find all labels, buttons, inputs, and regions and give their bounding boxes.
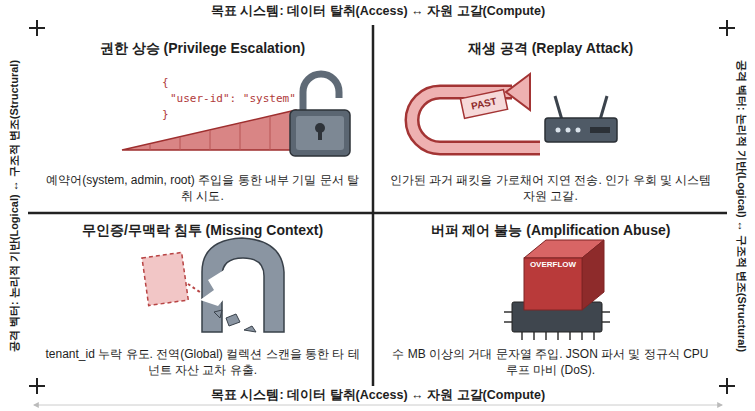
axis-line (372, 25, 375, 386)
quadrant-panel: 권한 상승 (Privilege Escalation) 예약어(system, … (40, 32, 365, 210)
replay-illustration (412, 74, 617, 148)
overflow-illustration (504, 240, 610, 340)
axis-line (28, 212, 727, 215)
code-text: { (162, 77, 169, 88)
code-text: "user-id": "system" (170, 93, 296, 104)
axis-label: 공격 벡터: 논리적 기반(Logical) ↔ 구조적 변조(Structur… (9, 60, 20, 352)
quadrant-title: 무인증/무맥락 침투 (Missing Context) (40, 222, 365, 239)
axis-label: 공격 벡터: 논리적 기반(Logical) ↔ 구조적 변조(Structur… (736, 60, 747, 352)
range-arrow (34, 405, 722, 406)
quadrant-title: 재생 공격 (Replay Attack) (383, 40, 718, 57)
missing-context-illustration (142, 238, 284, 332)
axis-label: 목표 시스템: 데이터 탈취(Access) ↔ 자원 고갈(Compute) (211, 389, 545, 402)
quadrant-description: tenant_id 누락 유도. 전역(Global) 컬렉션 스캔을 통한 타… (44, 346, 361, 378)
quadrant-description: 인가된 과거 패킷을 가로채어 지연 전송. 인가 우회 및 시스템 자원 고갈… (387, 172, 714, 204)
privilege-illustration (122, 74, 350, 156)
cube-text: OVERFLOW (530, 261, 576, 269)
quadrant-panel: 버퍼 제어 불능 (Amplification Abuse) 수 MB 이상의 거… (383, 218, 718, 380)
quadrant-description: 예약어(system, admin, root) 주입을 통한 내부 기밀 문서… (44, 172, 361, 204)
axis-label: 목표 시스템: 데이터 탈취(Access) ↔ 자원 고갈(Compute) (211, 5, 545, 18)
code-text: } (162, 109, 169, 120)
quadrant-title: 버퍼 제어 불능 (Amplification Abuse) (383, 222, 718, 239)
tag-text: PAST (470, 96, 497, 111)
corner-marker (29, 20, 735, 394)
quadrant-panel: 무인증/무맥락 침투 (Missing Context) tenant_id 누락… (40, 218, 365, 380)
quadrant-description: 수 MB 이상의 거대 문자열 주입. JSON 파서 및 정규식 CPU 루프… (387, 346, 714, 378)
quadrant-panel: 재생 공격 (Replay Attack) 인가된 과거 패킷을 가로채어 지연 … (383, 32, 718, 210)
quadrant-title: 권한 상승 (Privilege Escalation) (40, 40, 365, 57)
